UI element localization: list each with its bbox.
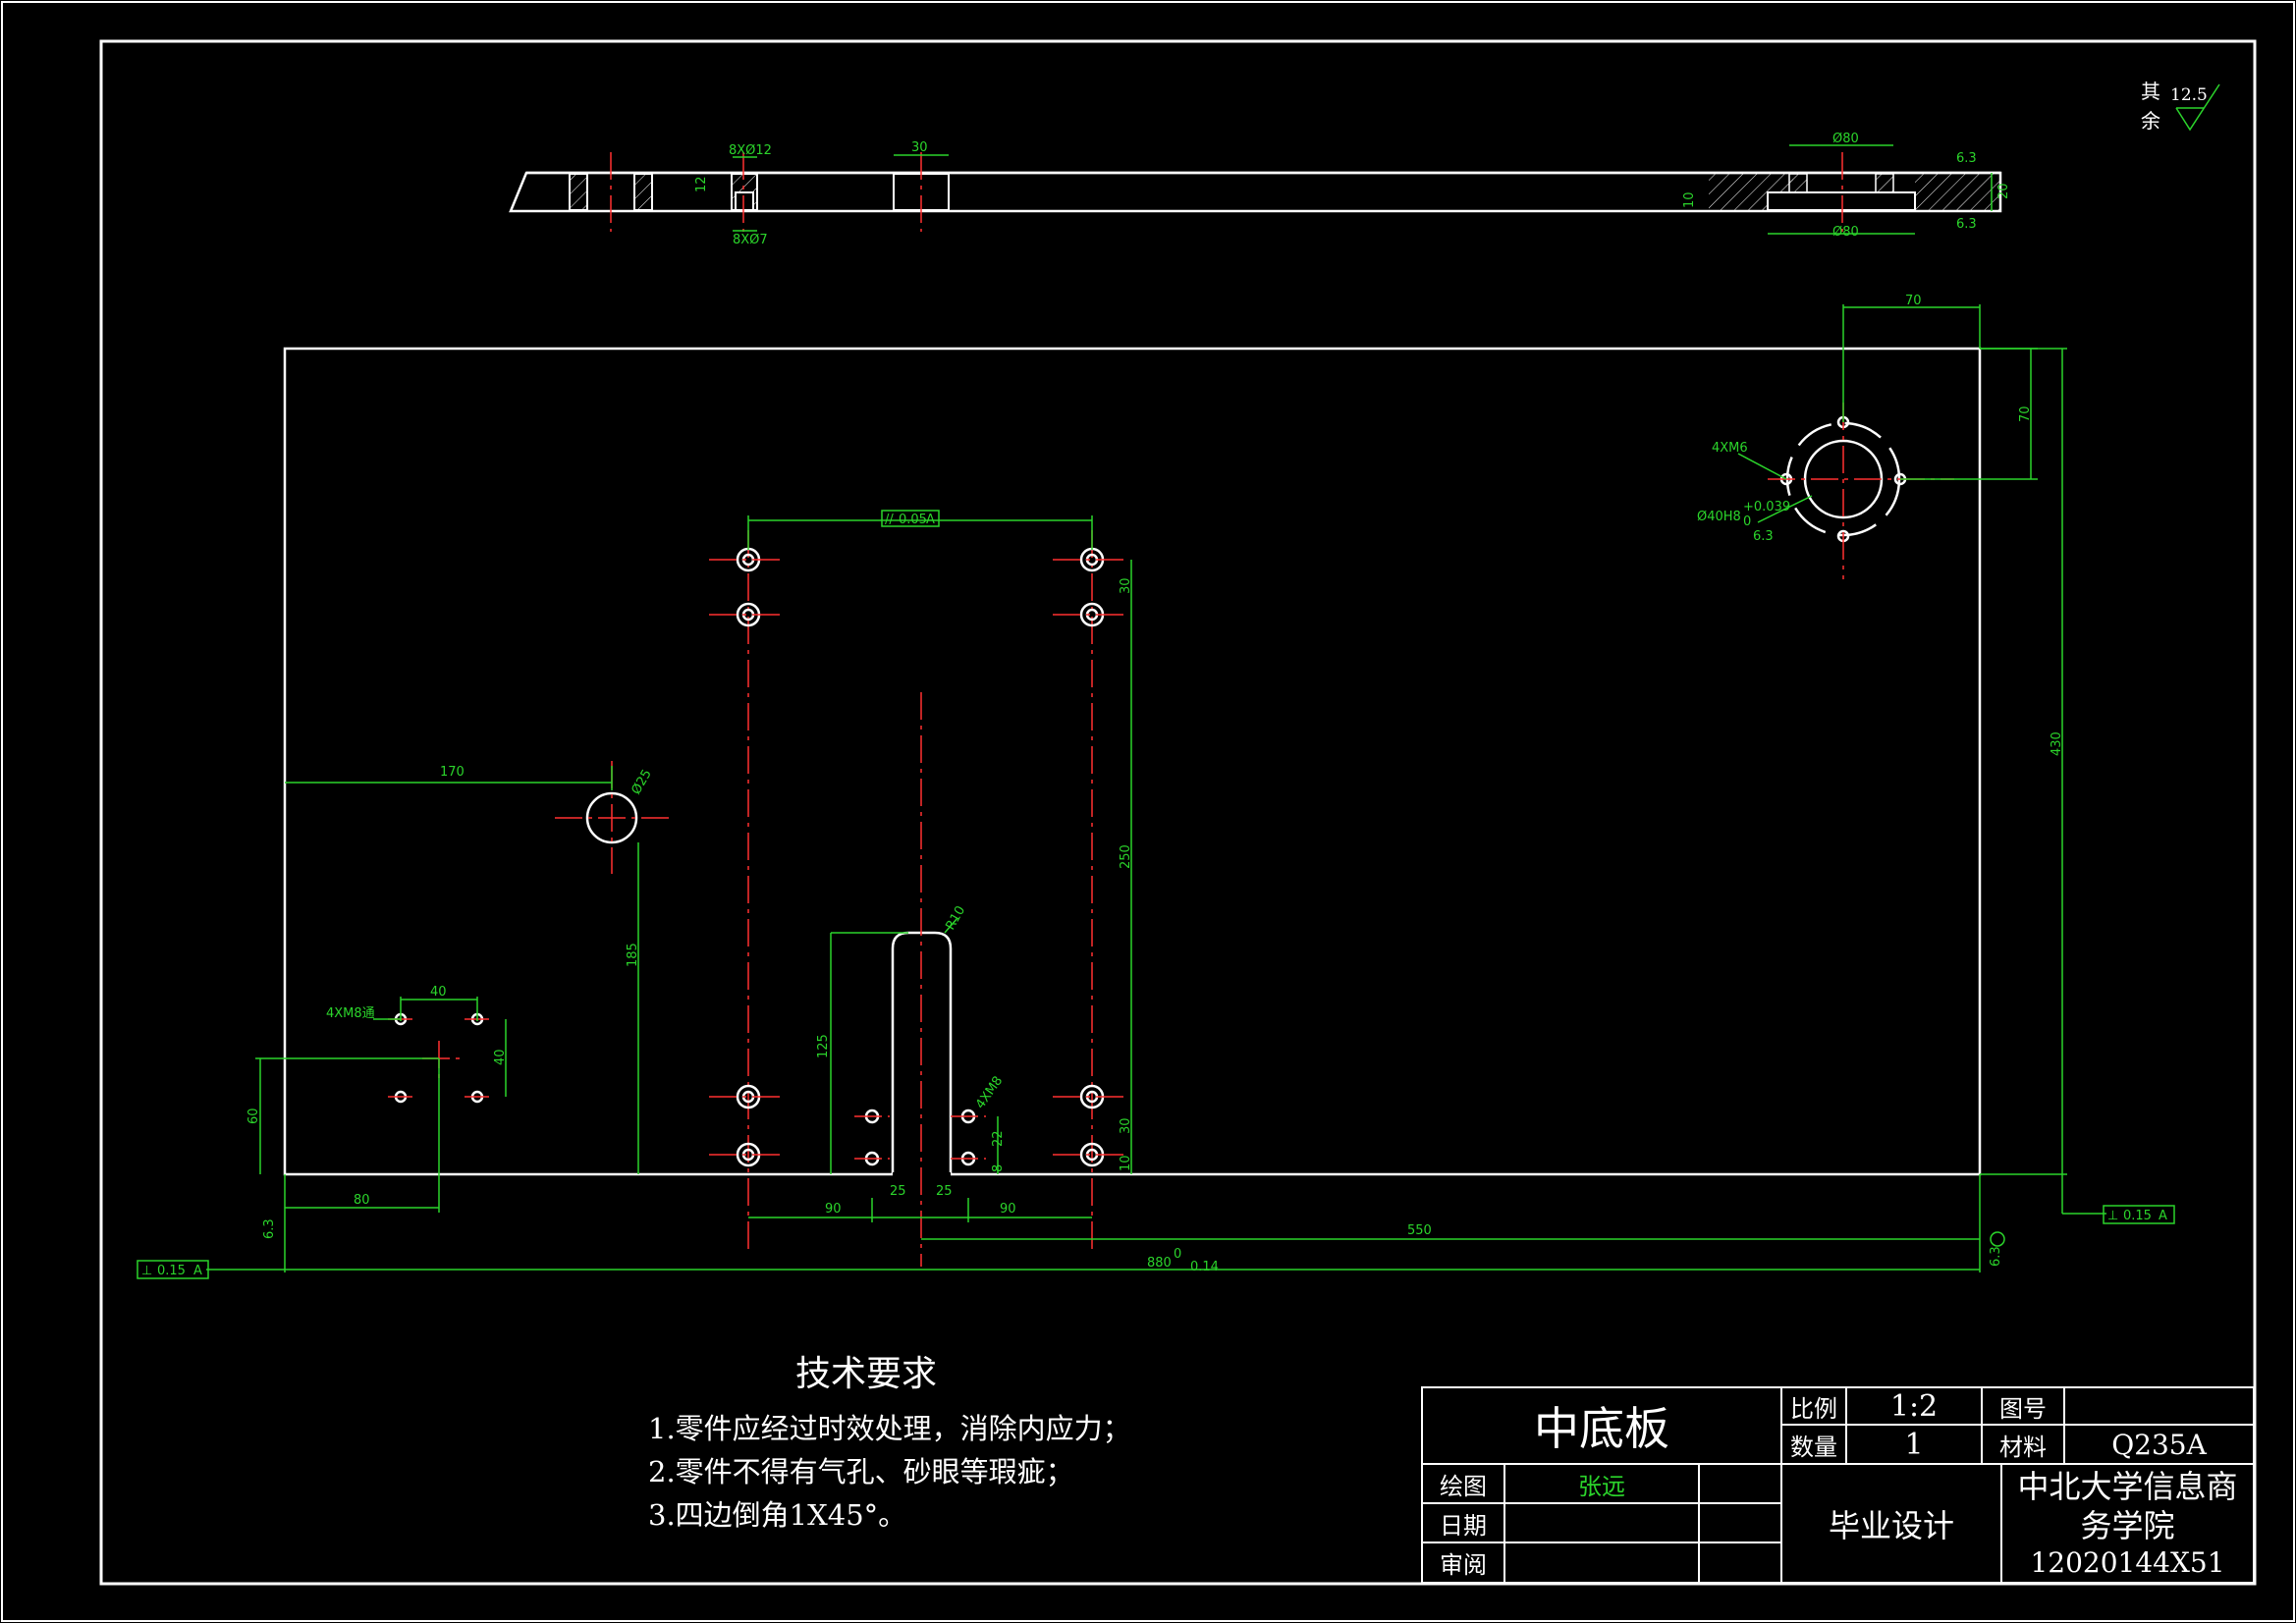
tech-req-item: 1.零件应经过时效处理，消除内应力； bbox=[648, 1412, 1131, 1445]
svg-text:12: 12 bbox=[694, 176, 709, 192]
svg-text:40: 40 bbox=[430, 985, 447, 1000]
svg-text:40: 40 bbox=[493, 1049, 508, 1065]
scale-value: 1:2 bbox=[1845, 1386, 1983, 1426]
svg-text:30: 30 bbox=[1119, 577, 1133, 594]
student-id: 12020144X51 bbox=[2030, 1546, 2225, 1579]
svg-text:4XM6: 4XM6 bbox=[1712, 441, 1748, 456]
svg-text:170: 170 bbox=[440, 765, 465, 780]
svg-text:22: 22 bbox=[991, 1130, 1006, 1147]
svg-text:70: 70 bbox=[2018, 406, 2033, 422]
svg-text:125: 125 bbox=[816, 1034, 831, 1058]
material-value: Q235A bbox=[2063, 1424, 2255, 1465]
svg-text:⊥: ⊥ bbox=[2107, 1209, 2118, 1223]
svg-text:0.14: 0.14 bbox=[1190, 1260, 1219, 1274]
svg-text:0: 0 bbox=[1174, 1247, 1181, 1262]
tech-req-title: 技术要求 bbox=[795, 1354, 938, 1394]
quantity-label: 数量 bbox=[1780, 1424, 1847, 1465]
svg-text:8: 8 bbox=[991, 1164, 1006, 1172]
svg-text:4XM8: 4XM8 bbox=[973, 1074, 1006, 1112]
date-label: 日期 bbox=[1421, 1502, 1505, 1543]
svg-text:250: 250 bbox=[1119, 844, 1133, 869]
svg-text:4XM8通: 4XM8通 bbox=[326, 1006, 375, 1021]
svg-text:Ø80: Ø80 bbox=[1832, 132, 1859, 146]
scale-label: 比例 bbox=[1780, 1386, 1847, 1426]
svg-text:6.3: 6.3 bbox=[1956, 217, 1977, 232]
svg-text:30: 30 bbox=[1119, 1117, 1133, 1134]
project-label: 毕业设计 bbox=[1780, 1463, 2002, 1584]
svg-text:A: A bbox=[2159, 1209, 2167, 1223]
tech-req-item: 3.四边倒角1X45°。 bbox=[648, 1498, 907, 1532]
svg-text:+0.039: +0.039 bbox=[1743, 500, 1790, 514]
svg-text:80: 80 bbox=[354, 1193, 370, 1208]
svg-text:6.3: 6.3 bbox=[1989, 1246, 2003, 1267]
svg-text:70: 70 bbox=[1905, 294, 1922, 308]
svg-text:90: 90 bbox=[825, 1202, 842, 1217]
section-view: 8XØ12 12 8XØ7 30 Ø80 Ø80 10 20 6.3 6.3 bbox=[509, 132, 2011, 247]
material-label: 材料 bbox=[1981, 1424, 2065, 1465]
svg-text:⊥: ⊥ bbox=[141, 1264, 152, 1278]
svg-text:20: 20 bbox=[1996, 183, 2011, 199]
svg-text:880: 880 bbox=[1147, 1256, 1172, 1271]
dim-8xd12: 8XØ12 bbox=[729, 143, 772, 158]
quantity-value: 1 bbox=[1845, 1424, 1983, 1465]
svg-text:A: A bbox=[193, 1264, 202, 1278]
plate-dimensions: 170 Ø25 185 // 0.05 A 30 250 30 10 125 R… bbox=[137, 294, 2175, 1279]
svg-text:430: 430 bbox=[2050, 731, 2064, 756]
svg-text:0: 0 bbox=[1743, 514, 1751, 529]
drawing-no-value bbox=[2063, 1386, 2255, 1426]
part-name: 中底板 bbox=[1421, 1386, 1782, 1465]
svg-text:余: 余 bbox=[2141, 109, 2160, 133]
svg-text:其: 其 bbox=[2141, 80, 2160, 103]
school-block: 中北大学信息商 务学院 12020144X51 bbox=[2000, 1463, 2255, 1584]
svg-text:12.5: 12.5 bbox=[2170, 85, 2208, 105]
svg-text:0.15: 0.15 bbox=[2123, 1209, 2152, 1223]
svg-text:25: 25 bbox=[936, 1184, 953, 1199]
svg-text:550: 550 bbox=[1407, 1223, 1432, 1238]
drawn-value: 张远 bbox=[1503, 1463, 1700, 1504]
svg-text:Ø25: Ø25 bbox=[629, 767, 654, 797]
svg-text:A: A bbox=[926, 513, 935, 527]
svg-text:185: 185 bbox=[626, 943, 640, 967]
review-label: 审阅 bbox=[1421, 1542, 1505, 1584]
svg-text:0.15: 0.15 bbox=[157, 1264, 186, 1278]
roughness-note: 其 余 12.5 bbox=[2141, 80, 2220, 133]
svg-text:6.3: 6.3 bbox=[1956, 151, 1977, 166]
svg-text:8XØ7: 8XØ7 bbox=[733, 233, 768, 247]
svg-text:Ø80: Ø80 bbox=[1832, 225, 1859, 240]
svg-text:25: 25 bbox=[890, 1184, 906, 1199]
svg-text:Ø40H8: Ø40H8 bbox=[1697, 510, 1741, 524]
drawing-frame bbox=[99, 39, 2257, 1586]
tech-req-item: 2.零件不得有气孔、砂眼等瑕疵； bbox=[648, 1455, 1074, 1488]
svg-text:R10: R10 bbox=[943, 903, 968, 933]
svg-text:6.3: 6.3 bbox=[262, 1218, 277, 1239]
drawing-no-label: 图号 bbox=[1981, 1386, 2065, 1426]
school-line2: 务学院 bbox=[2080, 1507, 2175, 1544]
svg-text://: // bbox=[885, 513, 894, 527]
svg-text:0.05: 0.05 bbox=[899, 513, 927, 527]
svg-text:10: 10 bbox=[1682, 191, 1697, 208]
drawn-label: 绘图 bbox=[1421, 1463, 1505, 1504]
svg-text:90: 90 bbox=[1000, 1202, 1016, 1217]
svg-text:30: 30 bbox=[911, 140, 928, 155]
svg-text:10: 10 bbox=[1119, 1155, 1133, 1171]
svg-text:60: 60 bbox=[246, 1108, 261, 1124]
mount-holes bbox=[709, 547, 1129, 1167]
title-block: 中底板 比例 1:2 图号 数量 1 材料 Q235A 绘图 张远 日期 审阅 … bbox=[1421, 1386, 2255, 1584]
svg-text:6.3: 6.3 bbox=[1753, 529, 1774, 544]
school-line1: 中北大学信息商 bbox=[2017, 1468, 2238, 1505]
